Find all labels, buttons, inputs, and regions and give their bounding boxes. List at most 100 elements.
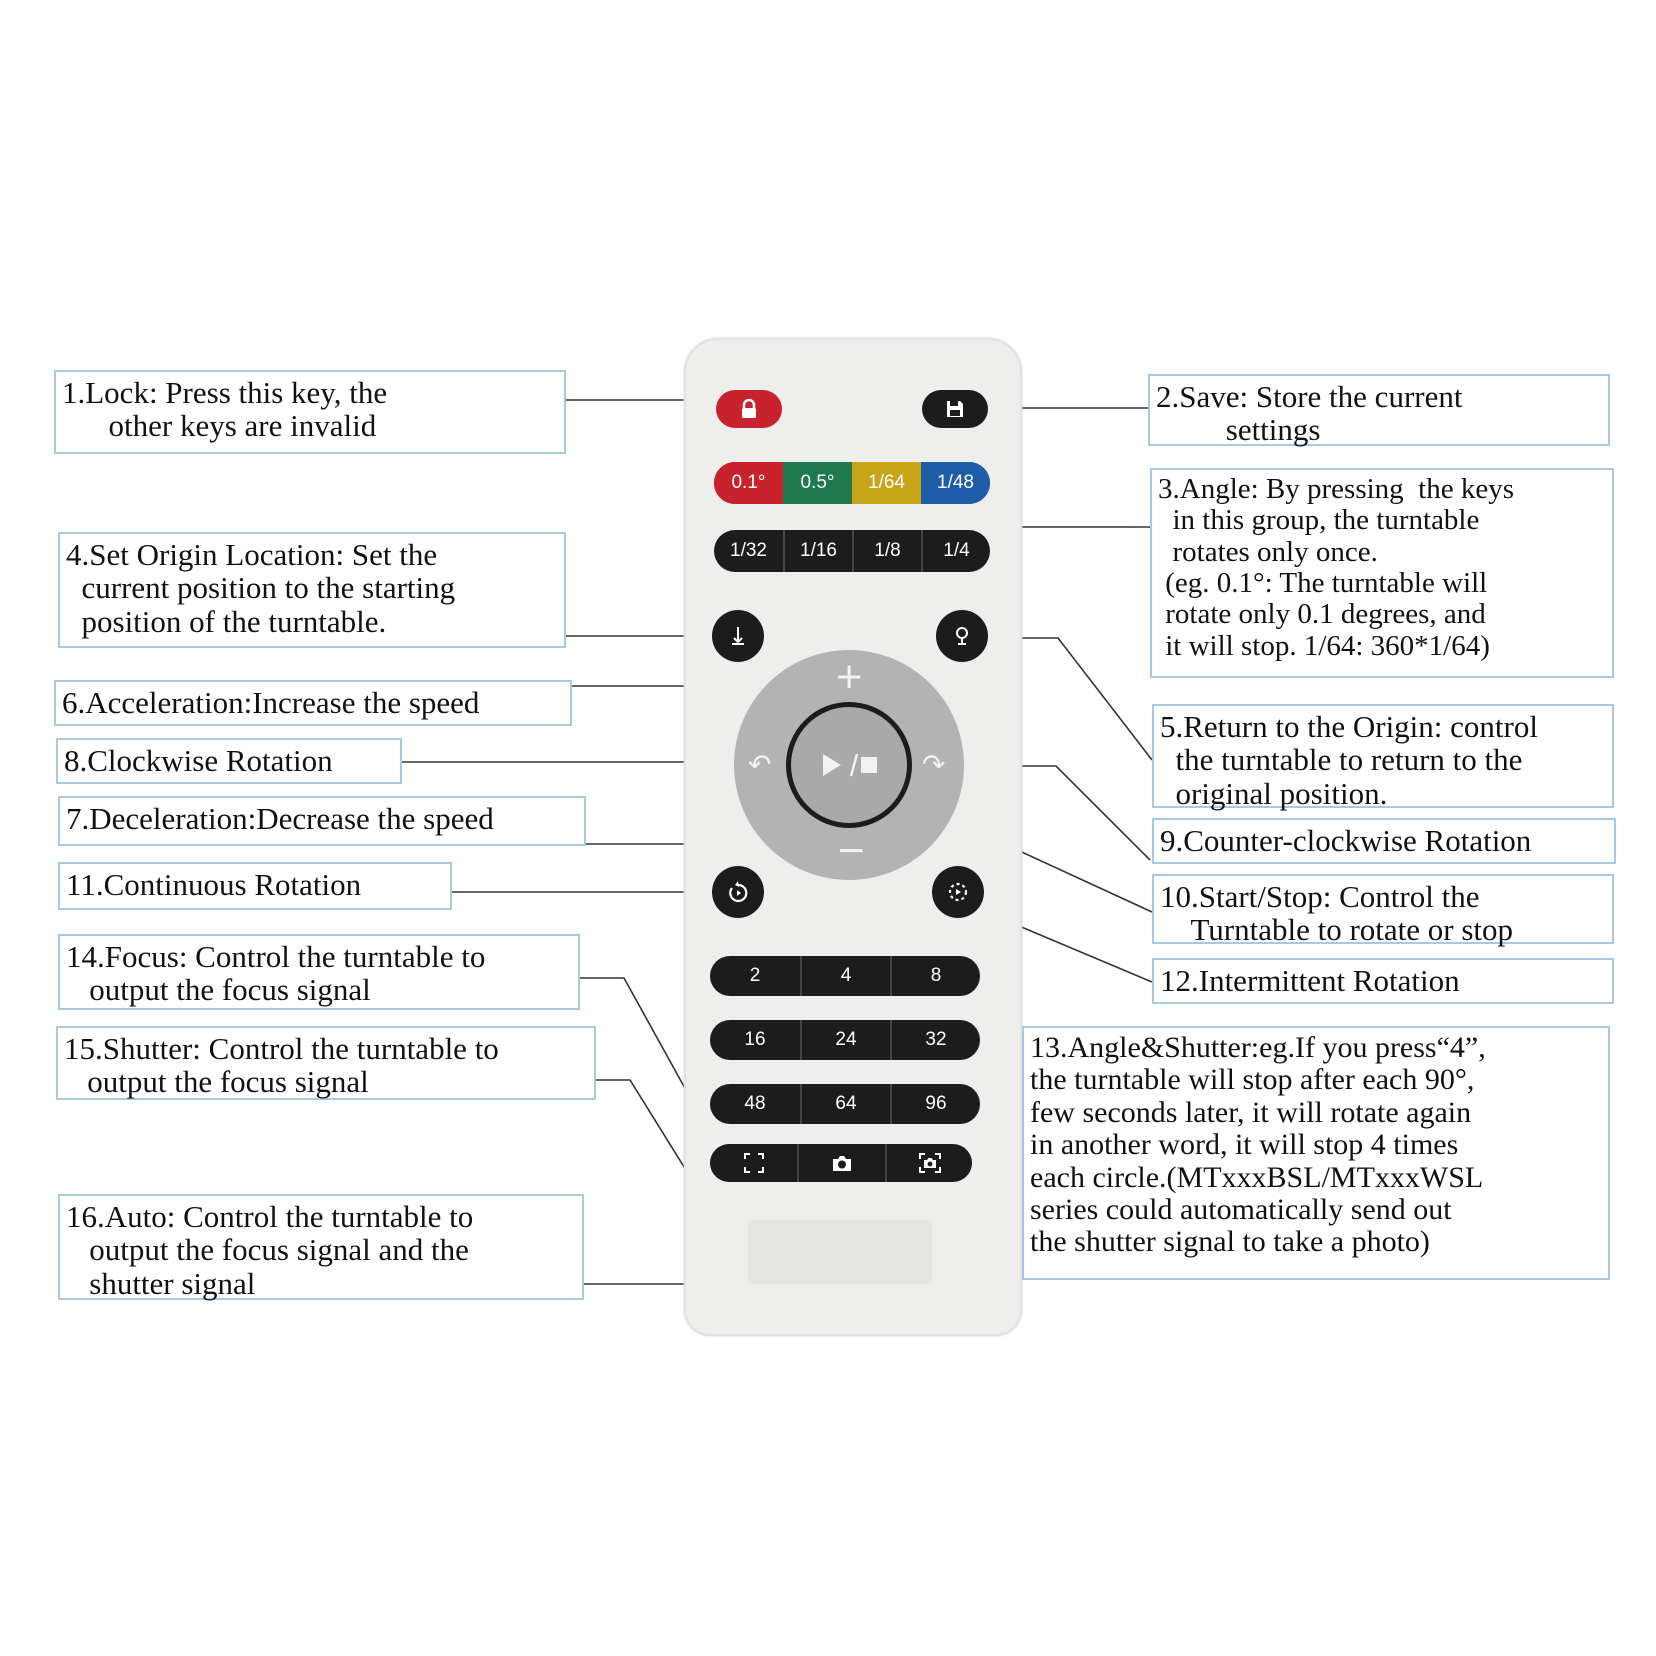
callout-line: 14.Focus: Control the turntable to [66,939,486,974]
callout-15-shutter: 15.Shutter: Control the turntable to out… [56,1026,596,1100]
callout-line: 8.Clockwise Rotation [64,743,333,778]
step-key-label: 4 [840,965,852,986]
callout-5-return-origin: 5.Return to the Origin: control the turn… [1152,704,1614,810]
return-origin-button[interactable] [936,610,988,662]
angle-key-1-64[interactable]: 1/64 [852,462,921,504]
callout-14-focus: 14.Focus: Control the turntable to outpu… [58,934,580,1010]
callout-line: in another word, it will stop 4 times [1030,1128,1459,1162]
minus-icon[interactable]: − [836,830,867,871]
callout-line: 2.Save: Store the current [1156,379,1463,414]
angle-key-1-8[interactable]: 1/8 [852,530,921,572]
clockwise-icon[interactable]: ↶ [748,748,772,781]
callout-1-lock: 1.Lock: Press this key, the other keys a… [54,370,566,454]
callout-line: the turntable to return to the [1160,742,1523,778]
callout-line: other keys are invalid [62,408,377,444]
counter-clockwise-icon[interactable]: ↷ [922,748,946,781]
step-key[interactable]: 4 [800,956,890,996]
angle-key-1-4[interactable]: 1/4 [921,530,990,572]
step-key[interactable]: 2 [710,956,800,996]
plus-icon[interactable]: + [834,656,865,697]
return-origin-icon [956,627,968,645]
angle-key-label: 0.1° [731,472,766,493]
callout-line: 13.Angle&Shutter:eg.If you press“4”, [1030,1031,1486,1064]
callout-line: output the focus signal [66,972,371,1008]
shutter-button[interactable] [797,1144,885,1182]
angle-key-0-5[interactable]: 0.5° [783,462,852,504]
focus-button[interactable] [710,1144,797,1182]
callout-line: 12.Intermittent Rotation [1160,963,1460,998]
callout-line: Turntable to rotate or stop [1160,912,1514,948]
callout-line: shutter signal [66,1265,256,1301]
angle-key-label: 1/32 [730,540,767,561]
continuous-rotation-button[interactable] [712,866,764,918]
camera-keys-row [710,1144,972,1182]
callout-line: current position to the starting [66,570,456,606]
angle-key-label: 0.5° [800,472,835,493]
step-key[interactable]: 48 [710,1084,800,1124]
callout-line: output the focus signal and the [66,1232,469,1268]
angle-key-label: 1/8 [874,540,901,561]
auto-button[interactable] [885,1144,972,1182]
step-key[interactable]: 96 [890,1084,980,1124]
callout-4-set-origin: 4.Set Origin Location: Set the current p… [58,532,566,648]
callout-line: in this group, the turntable [1158,504,1480,537]
lock-icon [742,399,756,418]
ir-window [748,1220,932,1284]
callout-line: 6.Acceleration:Increase the speed [62,685,480,720]
callout-13-angle-shutter: 13.Angle&Shutter:eg.If you press“4”, the… [1022,1026,1610,1280]
callout-line: rotate only 0.1 degrees, and [1158,598,1486,631]
auto-icon [918,1153,941,1173]
step-key[interactable]: 8 [890,956,980,996]
callout-line: few seconds later, it will rotate again [1030,1095,1472,1129]
callout-line: series could automatically send out [1030,1192,1452,1226]
shutter-icon [833,1156,851,1171]
callout-line: 3.Angle: By pressing the keys [1158,473,1515,505]
angle-key-0-1[interactable]: 0.1° [714,462,783,504]
callout-line: the turntable will stop after each 90°, [1030,1063,1475,1097]
callout-line: position of the turntable. [66,603,387,639]
callout-line: 7.Deceleration:Decrease the speed [66,801,494,836]
play-stop-icon [823,753,877,777]
intermittent-rotation-button[interactable] [932,866,984,918]
angle-key-label: 1/4 [943,540,970,561]
angle-key-label: 1/48 [937,472,974,493]
step-key-label: 96 [925,1093,947,1114]
set-origin-button[interactable] [712,610,764,662]
callout-line: 16.Auto: Control the turntable to [66,1199,474,1234]
step-key-label: 8 [930,965,942,986]
lock-button[interactable] [716,390,782,428]
step-key[interactable]: 32 [890,1020,980,1060]
callout-7-deceleration: 7.Deceleration:Decrease the speed [58,796,586,846]
step-key-label: 64 [835,1093,857,1114]
step-key[interactable]: 24 [800,1020,890,1060]
angle-key-1-48[interactable]: 1/48 [921,462,990,504]
step-key-label: 48 [744,1093,766,1114]
save-button[interactable] [922,390,988,428]
callout-2-save: 2.Save: Store the current settings [1148,374,1610,447]
step-key[interactable]: 16 [710,1020,800,1060]
angle-keys-row-1: 0.1° 0.5° 1/64 1/48 [714,462,990,504]
callout-line: it will stop. 1/64: 360*1/64) [1158,629,1490,662]
callout-line: the shutter signal to take a photo) [1030,1225,1430,1259]
angle-key-1-16[interactable]: 1/16 [783,530,852,572]
step-key[interactable]: 64 [800,1084,890,1124]
angle-keys-row-2: 1/32 1/16 1/8 1/4 [714,530,990,572]
save-icon [947,401,963,417]
set-origin-icon [732,627,744,645]
angle-key-1-32[interactable]: 1/32 [714,530,783,572]
continuous-rotation-icon [729,881,748,903]
focus-icon [743,1153,764,1173]
step-keys-row-3: 48 64 96 [710,1084,980,1124]
callout-line: output the focus signal [64,1064,369,1100]
callout-6-acceleration: 6.Acceleration:Increase the speed [54,680,572,726]
angle-key-label: 1/64 [868,472,905,493]
callout-9-counter-clockwise: 9.Counter-clockwise Rotation [1152,818,1616,864]
start-stop-button[interactable] [786,702,912,828]
step-key-label: 16 [744,1029,766,1050]
callout-line: 4.Set Origin Location: Set the [66,537,438,572]
step-key-label: 2 [749,965,761,986]
callout-line: 1.Lock: Press this key, the [62,375,388,410]
callout-10-start-stop: 10.Start/Stop: Control the Turntable to … [1152,874,1614,948]
callout-3-angle: 3.Angle: By pressing the keys in this gr… [1150,468,1614,678]
callout-11-continuous: 11.Continuous Rotation [58,862,452,910]
